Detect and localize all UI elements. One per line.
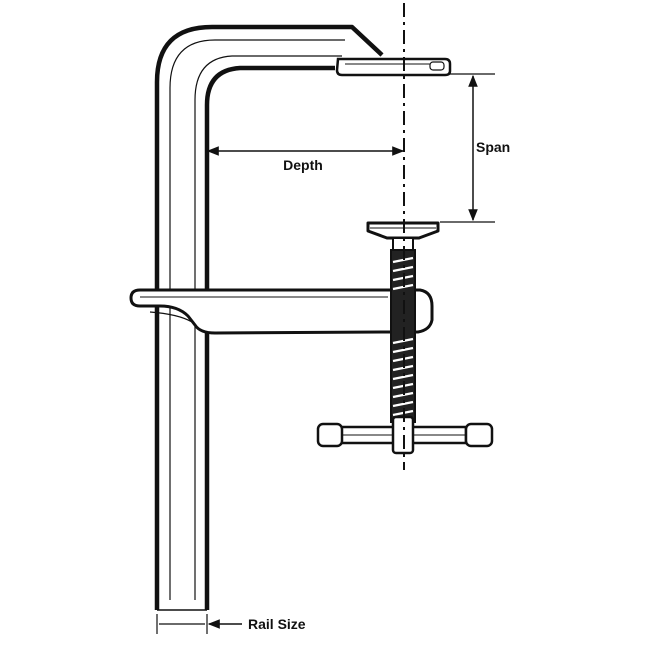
fixed-jaw <box>335 57 452 77</box>
screw-thread <box>392 346 414 354</box>
rail-highlight-1 <box>169 39 345 600</box>
screw-thread <box>392 400 414 408</box>
rail-size-label: Rail Size <box>248 616 306 632</box>
rail-highlight-2 <box>194 55 342 600</box>
rail-inner-edge <box>204 65 335 610</box>
screw-thread <box>392 373 414 381</box>
clamp-rail <box>154 24 384 611</box>
depth-label: Depth <box>283 157 323 173</box>
screw-thread <box>392 265 414 273</box>
sliding-arm <box>129 288 434 335</box>
span-dimension: Span <box>440 73 510 223</box>
depth-dimension: Depth <box>206 146 405 173</box>
rail-outer-edge <box>154 24 384 610</box>
span-label: Span <box>476 139 510 155</box>
rail-size-dimension: Rail Size <box>156 614 306 634</box>
